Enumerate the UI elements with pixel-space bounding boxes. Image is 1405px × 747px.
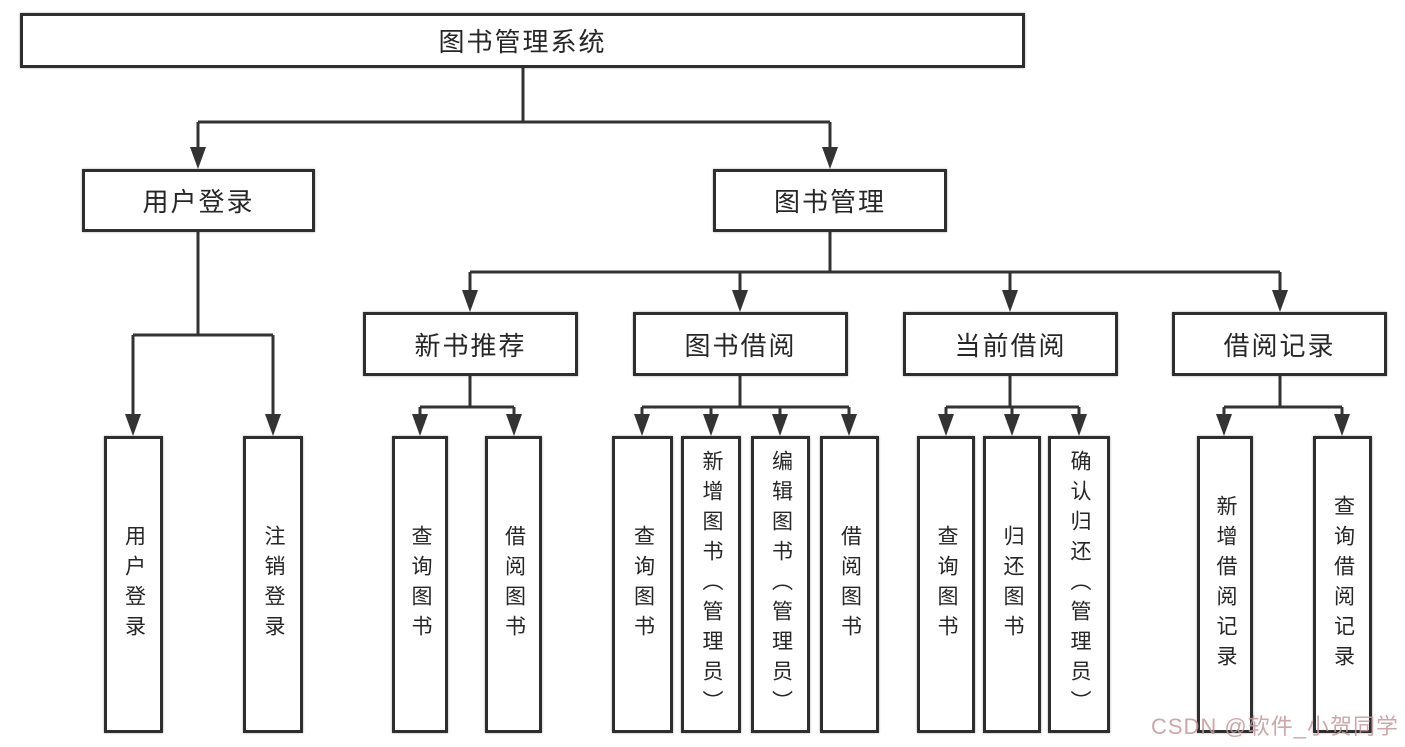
node-book-borrow: 图书借阅 [633, 312, 848, 376]
arrowhead-icon [190, 147, 206, 169]
node-user-login: 用户登录 [82, 169, 315, 232]
arrowhead-icon [125, 414, 141, 436]
leaf-current-query: 查询图书 [917, 436, 975, 733]
leaf-newbooks-query: 查询图书 [392, 436, 448, 733]
leaf-borrow-borrow: 借阅图书 [820, 436, 879, 733]
leaf-user-login: 用户登录 [104, 436, 163, 733]
connector-book-mgmt [468, 232, 1282, 292]
leaf-borrow-edit-admin: 编辑图书（管理员） [751, 436, 810, 733]
connector-book-borrow [640, 376, 851, 416]
arrowhead-icon [1002, 290, 1018, 312]
arrowheads [125, 147, 1350, 436]
leaf-records-query: 查询借阅记录 [1313, 436, 1372, 733]
leaf-current-confirm-admin: 确认归还（管理员） [1048, 436, 1110, 733]
arrowhead-icon [822, 147, 838, 169]
arrowhead-icon [462, 290, 478, 312]
connector-root [196, 68, 832, 150]
node-current-borrow: 当前借阅 [903, 312, 1118, 376]
arrowhead-icon [772, 414, 788, 436]
arrowhead-icon [938, 414, 954, 436]
leaf-newbooks-borrow: 借阅图书 [485, 436, 542, 733]
leaf-records-add: 新增借阅记录 [1197, 436, 1253, 733]
arrowhead-icon [1334, 414, 1350, 436]
arrowhead-icon [1216, 414, 1232, 436]
node-root: 图书管理系统 [20, 13, 1025, 68]
leaf-logout: 注销登录 [243, 436, 303, 733]
arrowhead-icon [265, 414, 281, 436]
arrowhead-icon [841, 414, 857, 436]
arrowhead-icon [1272, 290, 1288, 312]
arrowhead-icon [732, 290, 748, 312]
arrowhead-icon [1071, 414, 1087, 436]
connector-user-login [131, 232, 275, 416]
leaf-borrow-add-admin: 新增图书（管理员） [681, 436, 741, 733]
connector-current-borrow [944, 376, 1081, 416]
connector-borrow-records [1222, 376, 1344, 416]
node-borrow-records: 借阅记录 [1172, 312, 1387, 376]
connector-lines [131, 68, 1344, 416]
leaf-borrow-query: 查询图书 [612, 436, 673, 733]
arrowhead-icon [412, 414, 428, 436]
arrowhead-icon [506, 414, 522, 436]
node-book-mgmt: 图书管理 [713, 169, 947, 232]
connector-new-books [418, 376, 516, 416]
arrowhead-icon [1004, 414, 1020, 436]
node-new-books: 新书推荐 [363, 312, 578, 376]
arrowhead-icon [703, 414, 719, 436]
arrowhead-icon [634, 414, 650, 436]
leaf-current-return: 归还图书 [983, 436, 1041, 733]
